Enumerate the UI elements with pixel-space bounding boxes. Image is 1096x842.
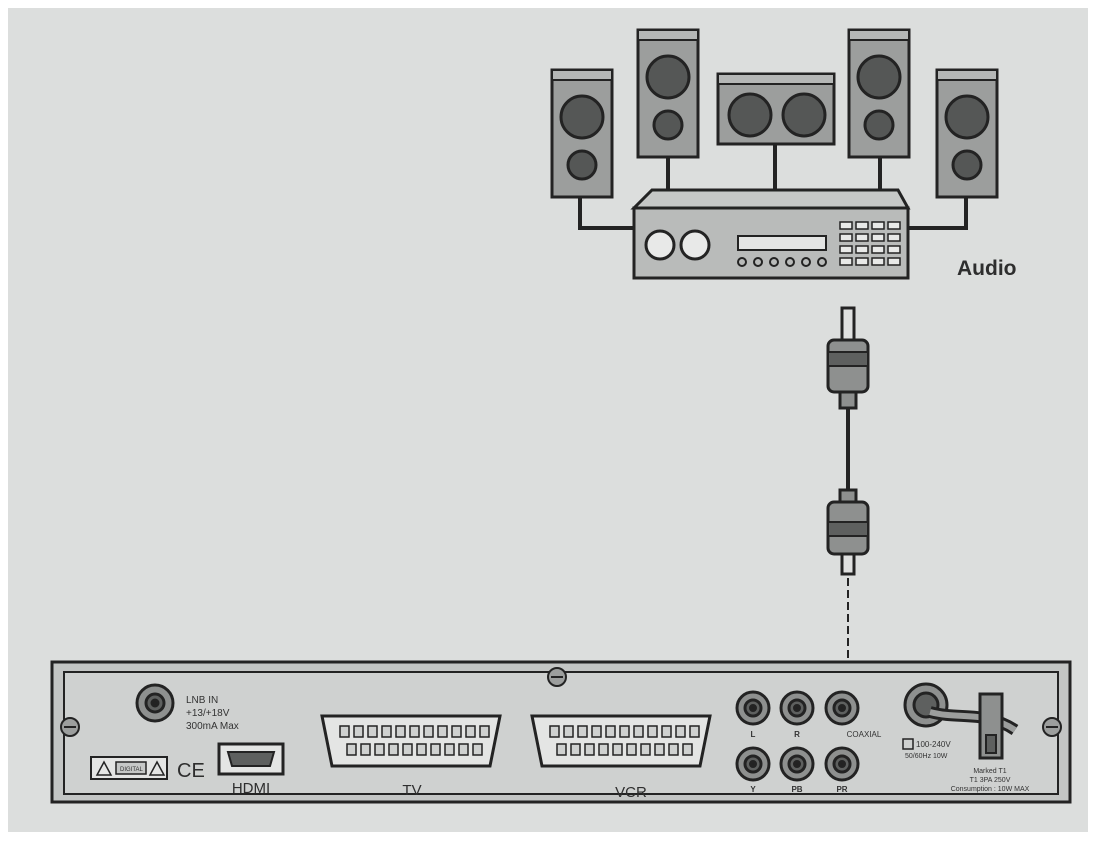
- amp-buttons: [737, 257, 827, 267]
- rca-label-l: L: [751, 730, 756, 739]
- rca-plug-bottom: [826, 488, 870, 576]
- receiver-rear-panel: LNB IN +13/+18V 300mA Max DIGITAL CE HDM…: [50, 660, 1072, 804]
- rca-jack-audio-right: [779, 690, 815, 726]
- speaker-rear-right: [847, 28, 911, 159]
- rca-plug-top: [826, 306, 870, 410]
- certification-label: [90, 756, 168, 780]
- rca-jack-video-y: [735, 746, 771, 782]
- model-line1: Marked T1: [973, 768, 1006, 775]
- lnb-label-line3: 300mA Max: [186, 721, 239, 732]
- amp-keypad: [839, 221, 901, 266]
- rca-jack-audio-left: [735, 690, 771, 726]
- rca-label-r: R: [794, 730, 800, 739]
- audio-amplifier: [630, 188, 911, 280]
- rca-jacks: [735, 690, 860, 782]
- speaker-front-left: [550, 68, 614, 199]
- speaker-center: [716, 72, 836, 146]
- model-line3: Consumption : 10W MAX: [951, 786, 1030, 793]
- lnb-label-line1: LNB IN: [186, 695, 218, 706]
- rca-label-y: Y: [750, 785, 756, 794]
- hdmi-label: HDMI: [232, 780, 270, 797]
- speaker-system: [550, 28, 999, 230]
- lnb-in-connector: [135, 683, 175, 723]
- lnb-label-line2: +13/+18V: [186, 708, 230, 719]
- rca-label-coaxial: COAXIAL: [847, 730, 882, 739]
- speaker-wires: [578, 143, 968, 230]
- tv-label: TV: [402, 782, 421, 799]
- power-rating-icon: [902, 738, 914, 750]
- power-rating-line2: 50/60Hz 10W: [905, 753, 948, 760]
- ce-mark: CE: [177, 760, 205, 782]
- model-line2: T1 3PA 250V: [970, 777, 1011, 784]
- scart-tv-port: [320, 714, 502, 768]
- power-rating-line1: 100-240V: [916, 740, 951, 749]
- rca-jack-coaxial: [824, 690, 860, 726]
- vcr-label: VCR: [615, 784, 647, 801]
- speaker-front-right: [935, 68, 999, 199]
- speaker-rear-left: [636, 28, 700, 159]
- power-switch: [978, 692, 1004, 760]
- amp-knob-left: [644, 229, 676, 261]
- audio-label: Audio: [957, 257, 1016, 280]
- rca-jack-video-pr: [824, 746, 860, 782]
- rca-label-pr: PR: [836, 785, 847, 794]
- amp-knob-right: [679, 229, 711, 261]
- amp-display: [737, 235, 827, 251]
- rca-jack-video-pb: [779, 746, 815, 782]
- scart-vcr-port: [530, 714, 712, 768]
- power-socket: [903, 682, 1019, 736]
- rca-label-pb: PB: [791, 785, 802, 794]
- cert-text: DIGITAL: [120, 767, 144, 773]
- coaxial-rca-cable: [826, 306, 870, 690]
- hdmi-port: [217, 742, 285, 776]
